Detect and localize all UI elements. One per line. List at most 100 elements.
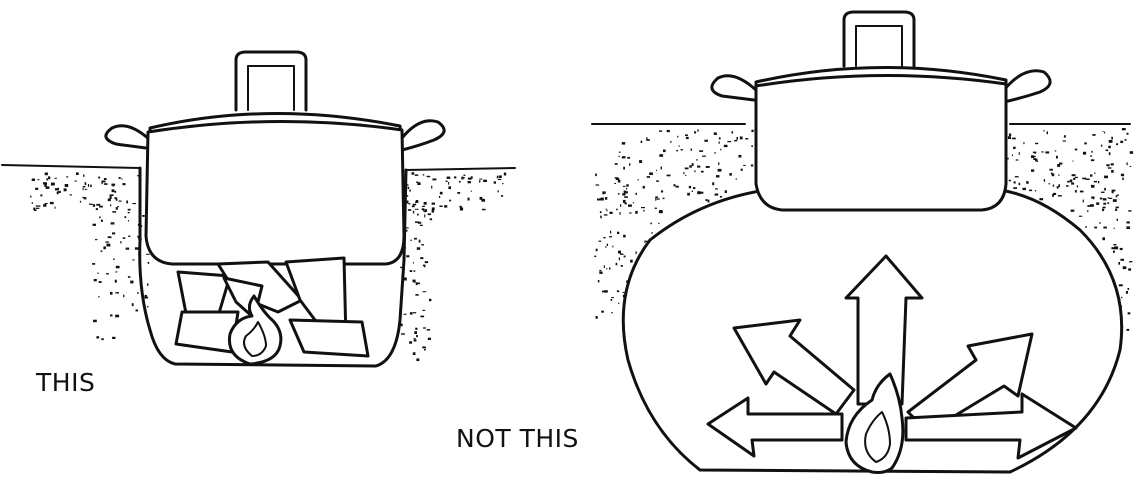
soil-speck <box>54 178 57 179</box>
soil-speck <box>463 177 465 179</box>
soil-speck <box>1066 185 1069 187</box>
soil-speck <box>110 196 112 199</box>
soil-speck <box>1102 207 1105 209</box>
soil-speck <box>130 281 133 284</box>
soil-speck <box>646 139 650 141</box>
soil-speck <box>126 248 130 250</box>
pot-body-left <box>146 121 404 264</box>
soil-speck <box>415 209 419 210</box>
soil-speck <box>98 296 100 297</box>
soil-speck <box>727 141 731 142</box>
soil-speck <box>698 129 699 132</box>
soil-speck <box>1072 161 1073 162</box>
soil-speck <box>1013 187 1017 189</box>
soil-speck <box>416 282 418 285</box>
soil-speck <box>1094 227 1097 229</box>
soil-speck <box>123 295 124 298</box>
soil-speck <box>417 214 419 216</box>
soil-speck <box>627 157 630 159</box>
soil-speck <box>740 137 743 140</box>
soil-speck <box>96 336 99 338</box>
soil-speck <box>694 170 695 172</box>
soil-speck <box>1058 195 1062 196</box>
soil-speck <box>676 186 679 188</box>
soil-speck <box>620 254 623 255</box>
soil-speck <box>600 216 602 219</box>
soil-speck <box>1117 194 1118 196</box>
soil-speck <box>604 214 608 215</box>
soil-speck <box>611 297 614 298</box>
soil-speck <box>93 224 97 226</box>
soil-speck <box>408 187 410 189</box>
soil-speck <box>611 312 613 313</box>
soil-speck <box>83 188 84 191</box>
soil-speck <box>605 246 607 247</box>
soil-speck <box>420 316 424 318</box>
soil-speck <box>142 215 145 217</box>
soil-speck <box>148 262 150 264</box>
soil-speck <box>101 182 102 184</box>
soil-speck <box>423 174 425 175</box>
soil-speck <box>51 183 55 186</box>
soil-speck <box>88 184 89 187</box>
soil-speck <box>1128 210 1131 211</box>
soil-speck <box>1104 188 1106 191</box>
soil-speck <box>1107 202 1109 204</box>
soil-speck <box>611 299 613 301</box>
soil-speck <box>1035 153 1036 154</box>
soil-speck <box>697 166 700 168</box>
soil-speck <box>1012 155 1013 157</box>
soil-speck <box>98 177 100 179</box>
soil-speck <box>639 160 642 163</box>
soil-speck <box>448 182 449 185</box>
soil-speck <box>614 183 616 184</box>
soil-speck <box>103 246 106 249</box>
soil-speck <box>99 281 102 283</box>
soil-speck <box>413 280 416 283</box>
soil-speck <box>43 204 46 207</box>
soil-speck <box>661 190 663 192</box>
soil-speck <box>1009 180 1011 182</box>
soil-speck <box>626 191 628 193</box>
soil-speck <box>1056 156 1058 159</box>
soil-speck <box>599 241 602 242</box>
soil-speck <box>75 181 77 182</box>
soil-speck <box>603 237 605 238</box>
soil-speck <box>422 206 425 207</box>
soil-speck <box>409 190 411 192</box>
soil-speck <box>1121 174 1124 177</box>
soil-speck <box>112 337 115 339</box>
soil-speck <box>1101 192 1104 193</box>
soil-speck <box>655 197 658 199</box>
soil-speck <box>90 185 92 188</box>
soil-speck <box>701 171 704 173</box>
soil-speck <box>1073 178 1075 180</box>
soil-speck <box>418 222 420 224</box>
soil-speck <box>35 188 38 190</box>
soil-speck <box>1106 150 1109 152</box>
soil-speck <box>1090 155 1091 157</box>
soil-speck <box>106 273 109 274</box>
soil-speck <box>1045 151 1049 153</box>
soil-speck <box>40 194 42 196</box>
soil-speck <box>1116 195 1118 197</box>
soil-speck <box>431 186 432 189</box>
soil-speck <box>1077 185 1078 187</box>
soil-speck <box>101 220 103 222</box>
soil-speck <box>1108 197 1109 198</box>
good-pit-scene <box>2 52 515 366</box>
soil-speck <box>32 179 35 182</box>
soil-speck <box>439 206 442 208</box>
soil-speck <box>1094 181 1097 183</box>
soil-speck <box>119 201 122 202</box>
soil-speck <box>65 184 69 187</box>
soil-speck <box>641 141 643 143</box>
soil-speck <box>697 191 700 194</box>
soil-speck <box>114 191 116 193</box>
soil-speck <box>1064 135 1066 137</box>
soil-speck <box>50 202 54 204</box>
soil-speck <box>132 203 136 204</box>
soil-speck <box>410 270 413 272</box>
soil-speck <box>449 200 451 202</box>
soil-speck <box>1115 209 1117 211</box>
